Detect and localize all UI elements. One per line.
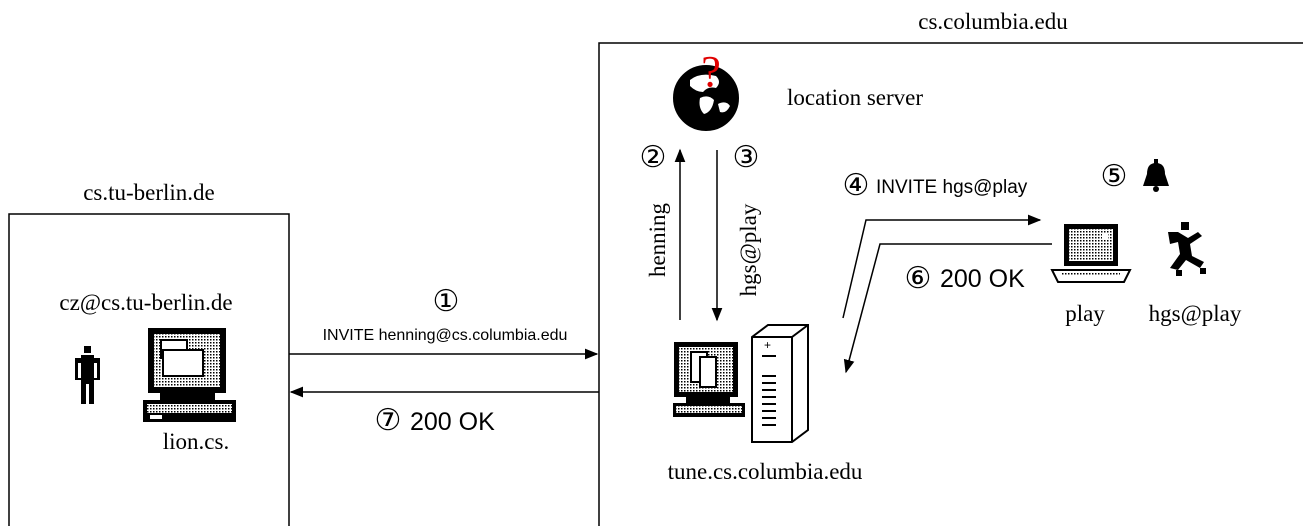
step-3-label: hgs@play xyxy=(736,203,761,296)
running-person-icon xyxy=(1168,222,1206,276)
step-7-number: ⑦ xyxy=(375,404,402,437)
svg-text:+: + xyxy=(764,338,771,352)
domain-box-right xyxy=(598,42,1303,526)
invite-arrow-4 xyxy=(842,214,1042,319)
person-icon xyxy=(75,346,100,404)
step-1-number: ① xyxy=(433,285,460,318)
caller-machine-label: lion.cs. xyxy=(163,429,229,454)
bell-icon xyxy=(1143,159,1169,192)
step-5-number: ⑤ xyxy=(1101,160,1128,193)
caller-user-label: cz@cs.tu-berlin.de xyxy=(59,290,232,315)
play-machine-label: play xyxy=(1065,301,1105,326)
step-6-number: ⑥ xyxy=(905,262,932,295)
step-4-number: ④ xyxy=(843,169,870,202)
step-4-label: INVITE hgs@play xyxy=(876,177,1028,198)
workstation-icon xyxy=(143,328,236,422)
step-2-label: henning xyxy=(645,202,670,277)
globe-icon xyxy=(673,65,739,131)
domain-label-left: cs.tu-berlin.de xyxy=(83,180,215,205)
server-tower-icon: + xyxy=(751,324,809,443)
proxy-workstation-icon xyxy=(673,342,745,417)
globe-question-mark: ? xyxy=(701,47,721,96)
play-user-label: hgs@play xyxy=(1149,301,1242,326)
step-3-number: ③ xyxy=(733,141,760,174)
location-server-label: location server xyxy=(787,85,923,110)
domain-box-left xyxy=(8,213,290,526)
domain-label-right: cs.columbia.edu xyxy=(918,9,1068,34)
step-2-number: ② xyxy=(640,141,667,174)
step-6-label: 200 OK xyxy=(940,265,1025,293)
proxy-label: tune.cs.columbia.edu xyxy=(668,459,863,484)
step-1-label: INVITE henning@cs.columbia.edu xyxy=(323,327,568,344)
laptop-icon xyxy=(1050,224,1132,283)
ok-arrow-6 xyxy=(843,243,1052,374)
step-7-label: 200 OK xyxy=(410,408,495,436)
